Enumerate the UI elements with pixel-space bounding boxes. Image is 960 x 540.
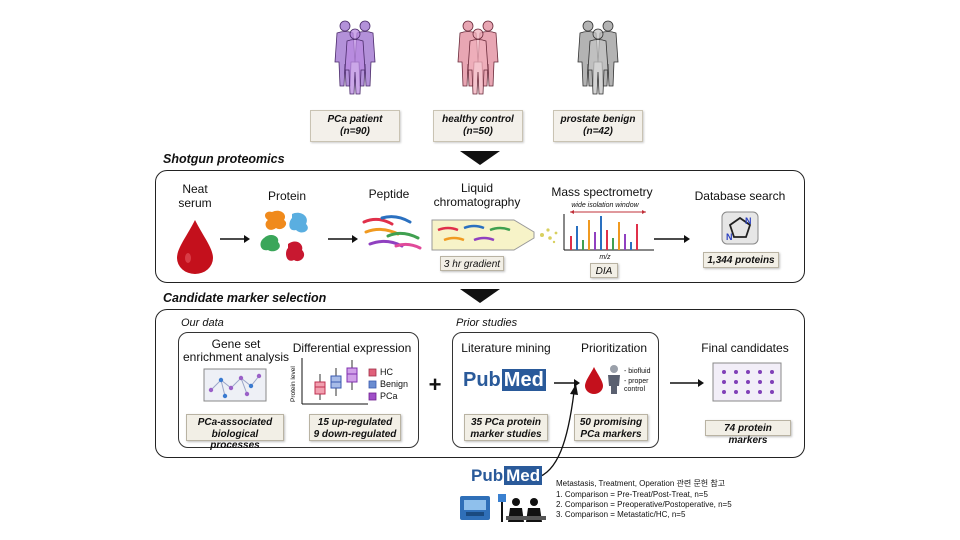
svg-text:N: N xyxy=(745,216,752,226)
plus-sign: + xyxy=(428,372,442,397)
group-benign-n: (n=42) xyxy=(583,126,613,137)
prio-item-3: control xyxy=(624,386,646,393)
down-arrow-1 xyxy=(460,151,500,165)
lit-result-2: marker studies xyxy=(470,428,542,440)
imidazole-icon: N N xyxy=(721,211,759,245)
lc-label-1: Liquid xyxy=(460,181,494,195)
legend-pca: PCa xyxy=(380,391,398,401)
group-pca-box: PCa patient (n=90) xyxy=(310,110,400,142)
pubmed-logo-b: Med xyxy=(501,369,546,391)
prio-item-1: - biofluid xyxy=(624,368,651,375)
blood-drop-icon xyxy=(177,220,213,274)
gsea-label-1: Gene set xyxy=(211,337,261,351)
diff-result-box: 15 up-regulated 9 down-regulated xyxy=(309,414,401,441)
gsea-result-2: biological processes xyxy=(210,428,260,452)
note-item-1: 1. Comparison = Pre-Treat/Post-Treat, n=… xyxy=(556,490,708,499)
lit-label: Literature mining xyxy=(461,341,551,355)
arrow-protein-peptide xyxy=(328,235,358,243)
boxplot-icon xyxy=(301,358,368,405)
clinical-scene-icon xyxy=(460,494,546,522)
legend-swatch-pca xyxy=(368,392,377,401)
candidate-title: Candidate marker selection xyxy=(163,291,327,305)
group-pca-n: (n=90) xyxy=(340,126,370,137)
prio-result-box: 50 promising PCa markers xyxy=(574,414,648,441)
hc-people-icon xyxy=(457,20,499,95)
lit-result-box: 35 PCa protein marker studies xyxy=(464,414,548,441)
peptide-label: Peptide xyxy=(368,187,410,201)
ms-dia-text: DIA xyxy=(595,266,613,277)
gsea-result-box: PCa-associated biological processes xyxy=(186,414,284,451)
group-benign-box: prostate benign (n=42) xyxy=(553,110,643,142)
group-hc-n: (n=50) xyxy=(463,126,493,137)
people-icons xyxy=(334,20,619,95)
group-pca-name: PCa patient xyxy=(327,114,383,125)
group-hc-box: healthy control (n=50) xyxy=(433,110,523,142)
neat-serum-label-1: Neat xyxy=(182,182,208,196)
ms-dia-box: DIA xyxy=(590,263,618,278)
arrow-serum-protein xyxy=(220,235,250,243)
protein-blobs-icon xyxy=(260,210,308,262)
prior-studies-label: Prior studies xyxy=(456,317,518,329)
pca-people-icon xyxy=(334,20,376,95)
gsea-network-icon xyxy=(203,368,267,402)
prio-label: Prioritization xyxy=(580,341,648,355)
ms-axis-label: m/z xyxy=(599,254,611,261)
final-label: Final candidates xyxy=(701,341,789,355)
note-item-2: 2. Comparison = Preoperative/Postoperati… xyxy=(556,500,732,509)
group-benign-name: prostate benign xyxy=(560,114,636,125)
prio-item-2: - proper xyxy=(624,378,649,385)
db-result-box: 1,344 proteins xyxy=(703,252,779,268)
diff-ylabel: Protein level xyxy=(290,366,297,402)
legend-benign: Benign xyxy=(380,379,409,389)
prio-result-2: PCa markers xyxy=(580,428,642,440)
group-hc-name: healthy control xyxy=(442,114,514,125)
final-dots-icon xyxy=(712,362,782,402)
final-result-text: 74 protein markers xyxy=(724,423,772,446)
ms-window-label: wide isolation window xyxy=(571,202,639,209)
neat-serum-label-2: serum xyxy=(178,196,212,210)
gsea-result-1: PCa-associated xyxy=(197,417,273,428)
bottom-connector-arrow xyxy=(535,384,578,479)
lc-gradient-box: 3 hr gradient xyxy=(440,256,504,271)
shotgun-title: Shotgun proteomics xyxy=(163,152,285,166)
bottom-pubmed-b: Med xyxy=(504,466,543,485)
lc-column-icon xyxy=(431,219,558,251)
arrow-prio-final xyxy=(670,379,704,387)
diff-result-2: 9 down-regulated xyxy=(313,428,397,440)
ms-spectrum-icon xyxy=(563,210,654,251)
our-data-label: Our data xyxy=(181,317,224,329)
pubmed-logo-a: Pub xyxy=(463,369,501,391)
lc-label-2: chromatography xyxy=(433,195,521,209)
final-result-box: 74 protein markers xyxy=(705,420,791,446)
db-label: Database search xyxy=(694,189,786,203)
bottom-pubmed-a: Pub xyxy=(471,466,504,485)
protein-label: Protein xyxy=(267,189,307,203)
legend-hc: HC xyxy=(380,367,393,377)
arrow-ms-db xyxy=(654,235,690,243)
gsea-label-2: enrichment analysis xyxy=(182,350,290,364)
diff-label: Differential expression xyxy=(292,341,412,355)
prio-drop-icon xyxy=(585,367,603,394)
down-arrow-2 xyxy=(460,289,500,303)
note-title: Metastasis, Treatment, Operation 관련 문헌 참… xyxy=(556,479,726,488)
lc-gradient-text: 3 hr gradient xyxy=(443,259,501,270)
ms-label: Mass spectrometry xyxy=(551,185,653,199)
benign-people-icon xyxy=(577,20,619,95)
svg-text:N: N xyxy=(726,232,733,242)
legend-swatch-hc xyxy=(368,368,377,377)
note-item-3: 3. Comparison = Metastatic/HC, n=5 xyxy=(556,510,686,519)
lit-result-1: 35 PCa protein xyxy=(470,417,542,428)
db-result-text: 1,344 proteins xyxy=(707,255,775,266)
prio-person-icon xyxy=(608,365,620,394)
legend-swatch-benign xyxy=(368,380,377,389)
peptide-strands-icon xyxy=(362,215,422,250)
prio-result-1: 50 promising xyxy=(579,417,643,428)
diff-result-1: 15 up-regulated xyxy=(317,417,393,428)
